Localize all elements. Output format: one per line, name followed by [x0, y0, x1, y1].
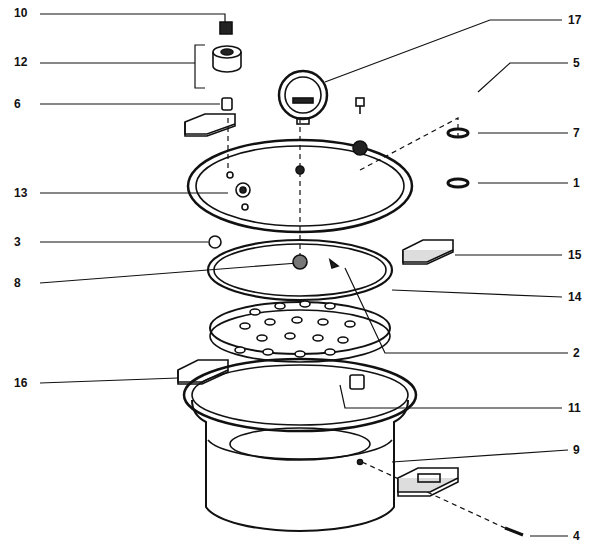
callout-number: 9 [571, 443, 582, 457]
callout-number: 17 [566, 13, 583, 27]
callout-number: 16 [12, 376, 29, 390]
callout-number: 5 [571, 56, 582, 70]
callout-number: 13 [12, 186, 29, 200]
callout-number: 8 [12, 276, 23, 290]
callout-number: 3 [12, 235, 23, 249]
callout-number: 12 [12, 55, 29, 69]
callout-number: 11 [566, 401, 583, 415]
callout-number: 7 [571, 126, 582, 140]
callout-number: 15 [566, 248, 583, 262]
callout-number: 2 [571, 346, 582, 360]
callout-number: 6 [12, 97, 23, 111]
callout-number: 1 [571, 176, 582, 190]
callout-number: 4 [571, 529, 582, 543]
callout-number: 14 [566, 290, 583, 304]
callout-number: 10 [12, 6, 29, 20]
